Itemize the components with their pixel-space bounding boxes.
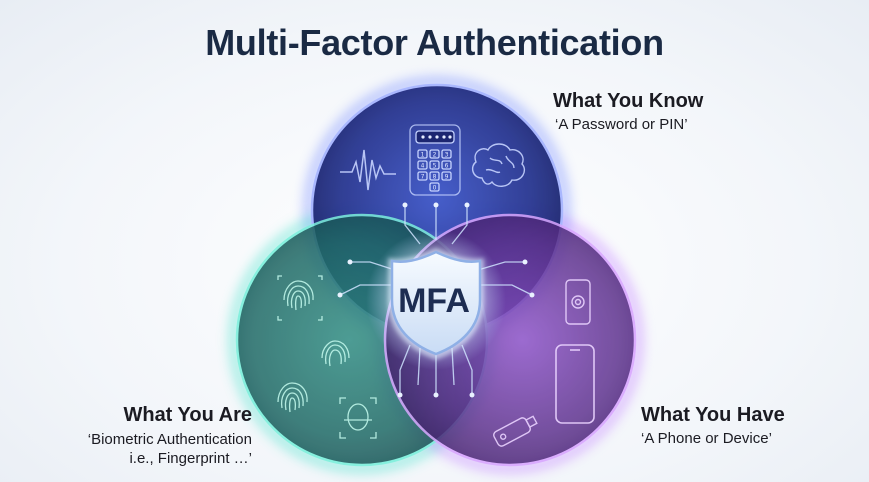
keypad-key-label: 7 — [421, 173, 425, 180]
keypad-key — [417, 149, 428, 159]
keypad-key — [429, 171, 440, 181]
factor-what-you-know: What You Know ‘A Password or PIN’ — [553, 90, 703, 133]
keypad-key-label: 8 — [433, 173, 437, 180]
factor-subtitle-line2: i.e., Fingerprint …’ — [129, 450, 252, 467]
smartphone-icon — [555, 344, 595, 424]
keypad-key — [417, 160, 428, 170]
shield-icon — [388, 248, 484, 360]
factor-subtitle: ‘A Password or PIN’ — [555, 116, 688, 133]
keypad-key — [441, 160, 452, 170]
fingerprint-icon — [277, 275, 350, 413]
keypad-key-label: 1 — [421, 151, 425, 158]
brain-icon — [471, 143, 526, 187]
keypad-key — [417, 171, 428, 181]
factor-heading: What You Are — [123, 404, 252, 426]
factor-subtitle: ‘A Phone or Device’ — [641, 430, 772, 447]
keypad-key-label: 2 — [433, 151, 437, 158]
keypad-key — [429, 160, 440, 170]
factor-what-you-are: What You Are ‘Biometric Authentication i… — [40, 404, 252, 468]
factor-heading: What You Have — [641, 404, 785, 426]
keypad-key — [441, 149, 452, 159]
keypad-key-label: 4 — [421, 162, 425, 169]
keypad-key — [441, 171, 452, 181]
page-title: Multi-Factor Authentication — [205, 22, 664, 63]
keypad-icon: 1 2 3 4 5 6 7 8 9 0 — [409, 124, 461, 196]
factor-subtitle-line1: ‘Biometric Authentication — [87, 431, 252, 448]
soundwave-icon — [340, 149, 396, 191]
usb-key-icon — [493, 415, 538, 447]
keypad-key — [429, 182, 440, 192]
factor-heading: What You Know — [553, 90, 704, 112]
keypad-key-label: 5 — [433, 162, 437, 169]
keypad-key-label: 0 — [433, 184, 437, 191]
circuit-nodes — [337, 202, 535, 398]
keypad-key-label: 9 — [445, 173, 449, 180]
face-scan-icon — [339, 397, 377, 439]
keypad-key — [429, 149, 440, 159]
fingerprint-phone-icon — [565, 279, 591, 325]
keypad-key-label: 3 — [445, 151, 449, 158]
keypad-key-label: 6 — [445, 162, 449, 169]
factor-what-you-have: What You Have ‘A Phone or Device’ — [641, 404, 785, 447]
mfa-center-label: MFA — [398, 282, 470, 320]
